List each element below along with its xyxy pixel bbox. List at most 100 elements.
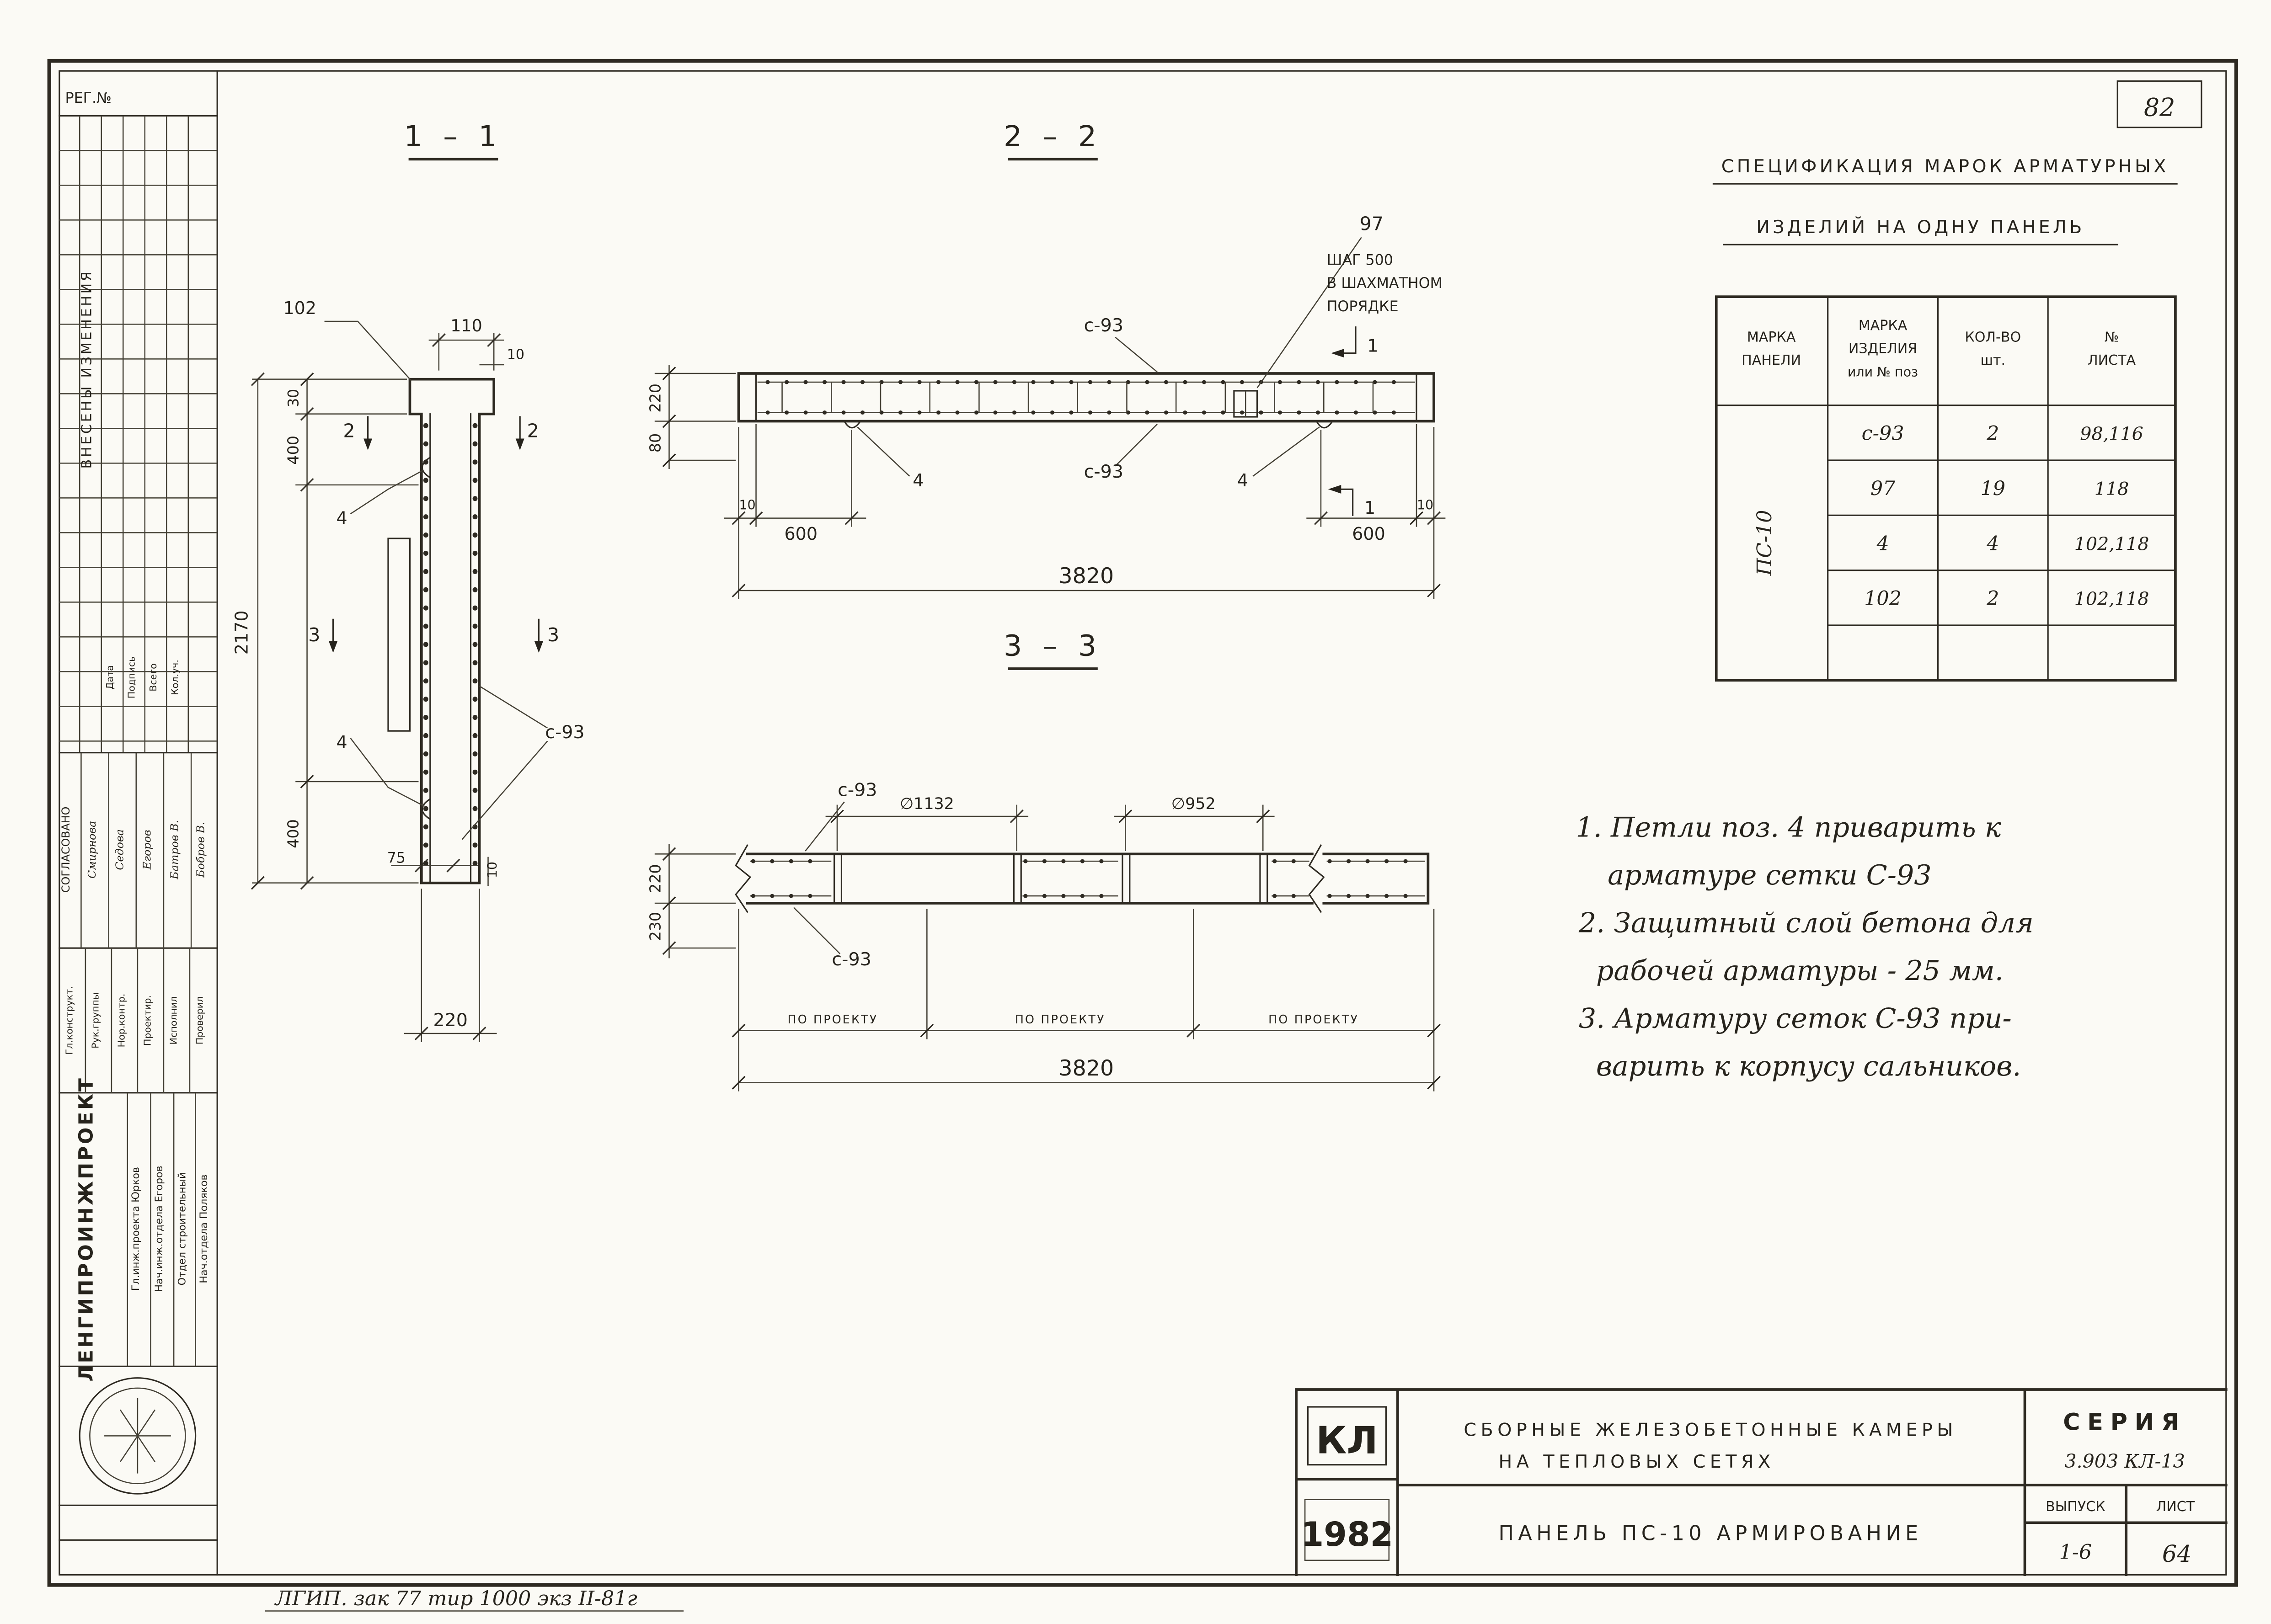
- svg-text:1: 1: [1367, 336, 1378, 356]
- note-line: 1. Петли поз. 4 приварить к: [1576, 811, 2001, 843]
- cell-sheet: 102,118: [2074, 533, 2149, 554]
- step-note-line: ПОРЯДКЕ: [1327, 298, 1399, 315]
- cell-qty: 2: [1986, 422, 1999, 445]
- spec-header-item: ИЗДЕЛИЯ: [1849, 341, 1917, 357]
- dim-3820: 3820: [1058, 564, 1114, 589]
- section-title: 1 – 1: [404, 119, 503, 153]
- notes-block: 1. Петли поз. 4 приварить к арматуре сет…: [1576, 811, 2033, 1082]
- section-title: 3 – 3: [1004, 629, 1102, 663]
- role-label: Рук.группы: [90, 992, 101, 1049]
- col-label-signature: Подпись: [126, 656, 137, 699]
- svg-text:2: 2: [343, 420, 355, 442]
- note-line: 2. Защитный слой бетона для: [1578, 907, 2034, 939]
- series-label: СЕРИЯ: [2063, 1409, 2186, 1436]
- lifting-loops: [422, 456, 432, 820]
- mesh-c93-label: с-93: [1084, 461, 1123, 482]
- cell-item: с-93: [1862, 422, 1904, 445]
- logo-box: [1307, 1406, 1387, 1466]
- approved-name: Смирнова: [85, 821, 98, 879]
- specification-table: СПЕЦИФИКАЦИЯ МАРОК АРМАТУРНЫХ ИЗДЕЛИЙ НА…: [1712, 156, 2178, 682]
- break-lines: [735, 844, 1325, 913]
- panel-recess: [387, 538, 411, 732]
- cell-sheet: 98,116: [2080, 424, 2143, 445]
- title-block: КЛ 1982 СБОРНЫЕ ЖЕЛЕЗОБЕТОННЫЕ КАМЕРЫ НА…: [1295, 1388, 2228, 1576]
- sheet-name: ПАНЕЛЬ ПС-10 АРМИРОВАНИЕ: [1499, 1522, 1923, 1545]
- cut-marker-1: 1 1: [1328, 326, 1379, 518]
- approved-name: Седова: [113, 829, 126, 870]
- issue-label: ВЫПУСК: [2046, 1499, 2105, 1515]
- note-line: арматуре сетки С-93: [1608, 859, 1931, 891]
- note-line: варить к корпусу сальников.: [1596, 1050, 2021, 1082]
- mesh-c93-label: с-93: [838, 780, 877, 801]
- dim-10-bottom: 10: [485, 862, 500, 878]
- cell-sheet: 118: [2095, 479, 2129, 500]
- panel-mark: ПС-10: [1753, 510, 1776, 576]
- logo-kl: КЛ: [1316, 1419, 1378, 1462]
- cell-sheet: 102,118: [2074, 589, 2149, 610]
- dim-220: 220: [646, 864, 664, 893]
- section-3-3-view: 3 – 3 ∅1132 ∅952 с-93 с-93 220 230 ПО ПР…: [646, 629, 1441, 1092]
- dim-220: 220: [646, 383, 664, 412]
- cut-marker-3: 3 3: [308, 618, 559, 653]
- issue-value: 1-6: [2059, 1541, 2092, 1564]
- dim-110: 110: [450, 316, 482, 335]
- bottom-loops: [843, 420, 1334, 429]
- svg-text:3: 3: [308, 624, 320, 646]
- org-line: Нач.инж.отдела Егоров: [153, 1166, 165, 1292]
- dim-dia-952: ∅952: [1171, 795, 1216, 813]
- dim-400-bottom: 400: [284, 819, 302, 848]
- approved-name: Батров В.: [168, 820, 181, 880]
- round-stamp: [79, 1377, 197, 1495]
- spec-title-line1: СПЕЦИФИКАЦИЯ МАРОК АРМАТУРНЫХ: [1721, 156, 2169, 177]
- role-label: Проектир.: [142, 995, 153, 1046]
- dim-po-proektu: ПО ПРОЕКТУ: [787, 1012, 878, 1026]
- approved-label: СОГЛАСОВАНО: [59, 807, 72, 893]
- col-label-date: Дата: [104, 665, 115, 689]
- step-note-line: В ШАХМАТНОМ: [1327, 275, 1443, 292]
- dim-220: 220: [433, 1010, 468, 1031]
- section-2-2-view: 2 – 2 97 ШАГ 500 В ШАХМАТНОМ ПОРЯДКЕ 1 1…: [646, 119, 1446, 599]
- dim-po-proektu: ПО ПРОЕКТУ: [1015, 1012, 1106, 1026]
- dim-75: 75: [387, 850, 406, 866]
- svg-text:3: 3: [547, 624, 559, 646]
- org-line: Гл.инж.проекта Юрков: [130, 1167, 142, 1291]
- spec-title-line2: ИЗДЕЛИЙ НА ОДНУ ПАНЕЛЬ: [1756, 216, 2084, 238]
- svg-text:1: 1: [1364, 498, 1375, 518]
- panel-longitudinal-section: [737, 372, 1435, 423]
- dim-600-left: 600: [784, 524, 818, 544]
- dim-10-top: 10: [507, 346, 524, 362]
- note-line: 3. Арматуру сеток С-93 при-: [1579, 1002, 2012, 1034]
- dim-2170: 2170: [232, 610, 252, 655]
- organization-name: ЛЕНГИПРОИНЖПРОЕКТ: [75, 1076, 98, 1381]
- project-name-line1: СБОРНЫЕ ЖЕЛЕЗОБЕТОННЫЕ КАМЕРЫ: [1464, 1419, 1957, 1440]
- page-number-box: [2116, 80, 2202, 128]
- org-line: Нач.отдела Поляков: [198, 1174, 210, 1283]
- dim-230: 230: [646, 912, 664, 941]
- cell-qty: 2: [1986, 587, 1999, 610]
- dim-po-proektu: ПО ПРОЕКТУ: [1268, 1012, 1359, 1026]
- panel-section-outline: [408, 378, 496, 884]
- org-line: Отдел строительный: [176, 1172, 188, 1286]
- project-name-line2: НА ТЕПЛОВЫХ СЕТЯХ: [1498, 1451, 1774, 1472]
- changes-label: ВНЕСЕНЫ ИЗМЕНЕНИЯ: [79, 269, 95, 469]
- mesh-c93-label: с-93: [545, 722, 584, 743]
- note-line: рабочей арматуры - 25 мм.: [1596, 955, 2004, 987]
- cut-marker-2: 2 2: [343, 416, 539, 450]
- sheet-label: ЛИСТ: [2156, 1499, 2195, 1515]
- reg-label: РЕГ.№: [65, 90, 112, 106]
- stamp-emblem: [104, 1398, 171, 1474]
- pos-4-label: 4: [336, 508, 347, 528]
- role-label: Проверил: [194, 996, 205, 1044]
- cell-item: 4: [1876, 532, 1889, 555]
- spec-header-panel: МАРКА: [1747, 329, 1796, 345]
- pos-97-label: 97: [1360, 213, 1384, 235]
- left-registration-strip: РЕГ.№ ВНЕСЕНЫ ИЗМЕНЕНИЯ Дата Подпись Все…: [59, 70, 218, 1576]
- col-label-total: Всего: [148, 663, 159, 691]
- dim-10-left: 10: [739, 498, 755, 513]
- spec-table-rows: с-93 2 98,116 97 19 118 4 4 102,118 102 …: [1862, 422, 2149, 610]
- cell-item: 97: [1870, 477, 1896, 500]
- dim-10-right: 10: [1417, 498, 1433, 513]
- pos-4-label: 4: [336, 732, 347, 752]
- dim-600-right: 600: [1352, 524, 1385, 544]
- sheet-value: 64: [2162, 1540, 2191, 1567]
